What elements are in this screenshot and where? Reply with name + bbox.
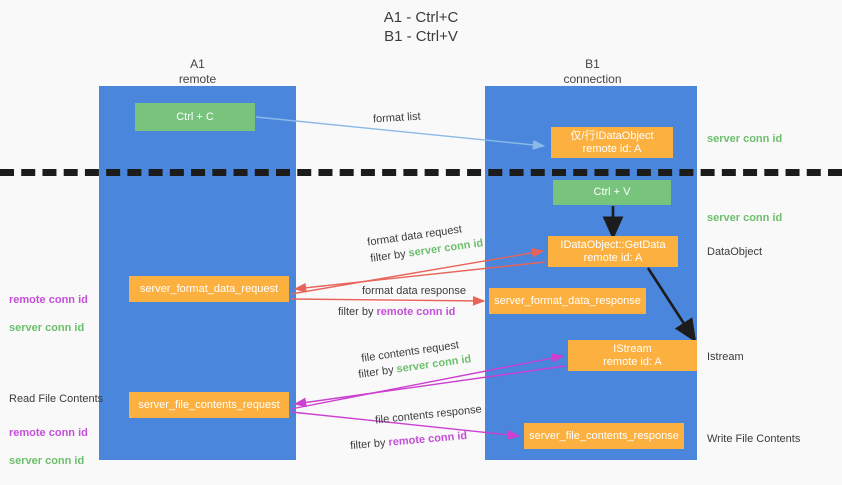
box-istream[interactable]: IStream remote id: A (568, 340, 697, 371)
column-header-a1: A1 remote (178, 57, 217, 86)
label-file-contents-response-filter: filter by remote conn id (350, 429, 468, 454)
filter-prefix-2: filter by (338, 306, 377, 318)
label-format-data-response: format data response (362, 285, 466, 297)
box-ctrl-c[interactable]: Ctrl + C (135, 103, 255, 131)
label-remote-conn-id-2: remote conn id (9, 427, 88, 439)
box-server-format-data-request[interactable]: server_format_data_request (129, 276, 289, 302)
filter-value-remote-conn-id-2: remote conn id (388, 429, 468, 449)
filter-value-remote-conn-id-1: remote conn id (376, 306, 456, 318)
label-file-contents-response: file contents response (374, 403, 483, 427)
label-format-data-response-filter: filter by remote conn id (338, 305, 455, 320)
column-header-b1: B1 connection (563, 57, 622, 86)
diagram-title: A1 - Ctrl+C B1 - Ctrl+V (383, 9, 459, 45)
label-dataobject: DataObject (707, 246, 763, 258)
label-server-conn-id-left-1: server conn id (9, 322, 85, 334)
filter-prefix-4: filter by (349, 436, 390, 453)
label-istream: Istream (707, 351, 744, 363)
label-remote-conn-id-1: remote conn id (9, 294, 88, 306)
label-left-conn-ids-format: remote conn id server conn id (9, 279, 88, 349)
box-ctrl-v[interactable]: Ctrl + V (553, 180, 671, 205)
arrow-format-data-response (290, 295, 486, 306)
box-server-file-contents-response[interactable]: server_file_contents_response (524, 423, 684, 449)
filter-prefix-3: filter by (357, 363, 398, 381)
label-read-file-contents: Read File Contents (9, 393, 104, 405)
label-write-file-contents: Write File Contents (707, 433, 801, 445)
filter-prefix-1: filter by (369, 247, 410, 265)
box-server-file-contents-request[interactable]: server_file_contents_request (129, 392, 289, 418)
label-left-conn-ids-file: remote conn id server conn id (9, 412, 88, 482)
box-idataobject[interactable]: 仅/行IDataObject remote id: A (551, 127, 673, 158)
box-server-format-data-response[interactable]: server_format_data_response (489, 288, 646, 314)
box-idataobject-getdata[interactable]: IDataObject::GetData remote id: A (548, 236, 678, 267)
label-format-list: format list (372, 110, 421, 126)
divider-dashed-line (0, 169, 842, 176)
label-server-conn-id-left-2: server conn id (9, 455, 85, 467)
label-server-conn-id-second: server conn id (707, 212, 783, 224)
label-server-conn-id-top: server conn id (707, 133, 783, 145)
